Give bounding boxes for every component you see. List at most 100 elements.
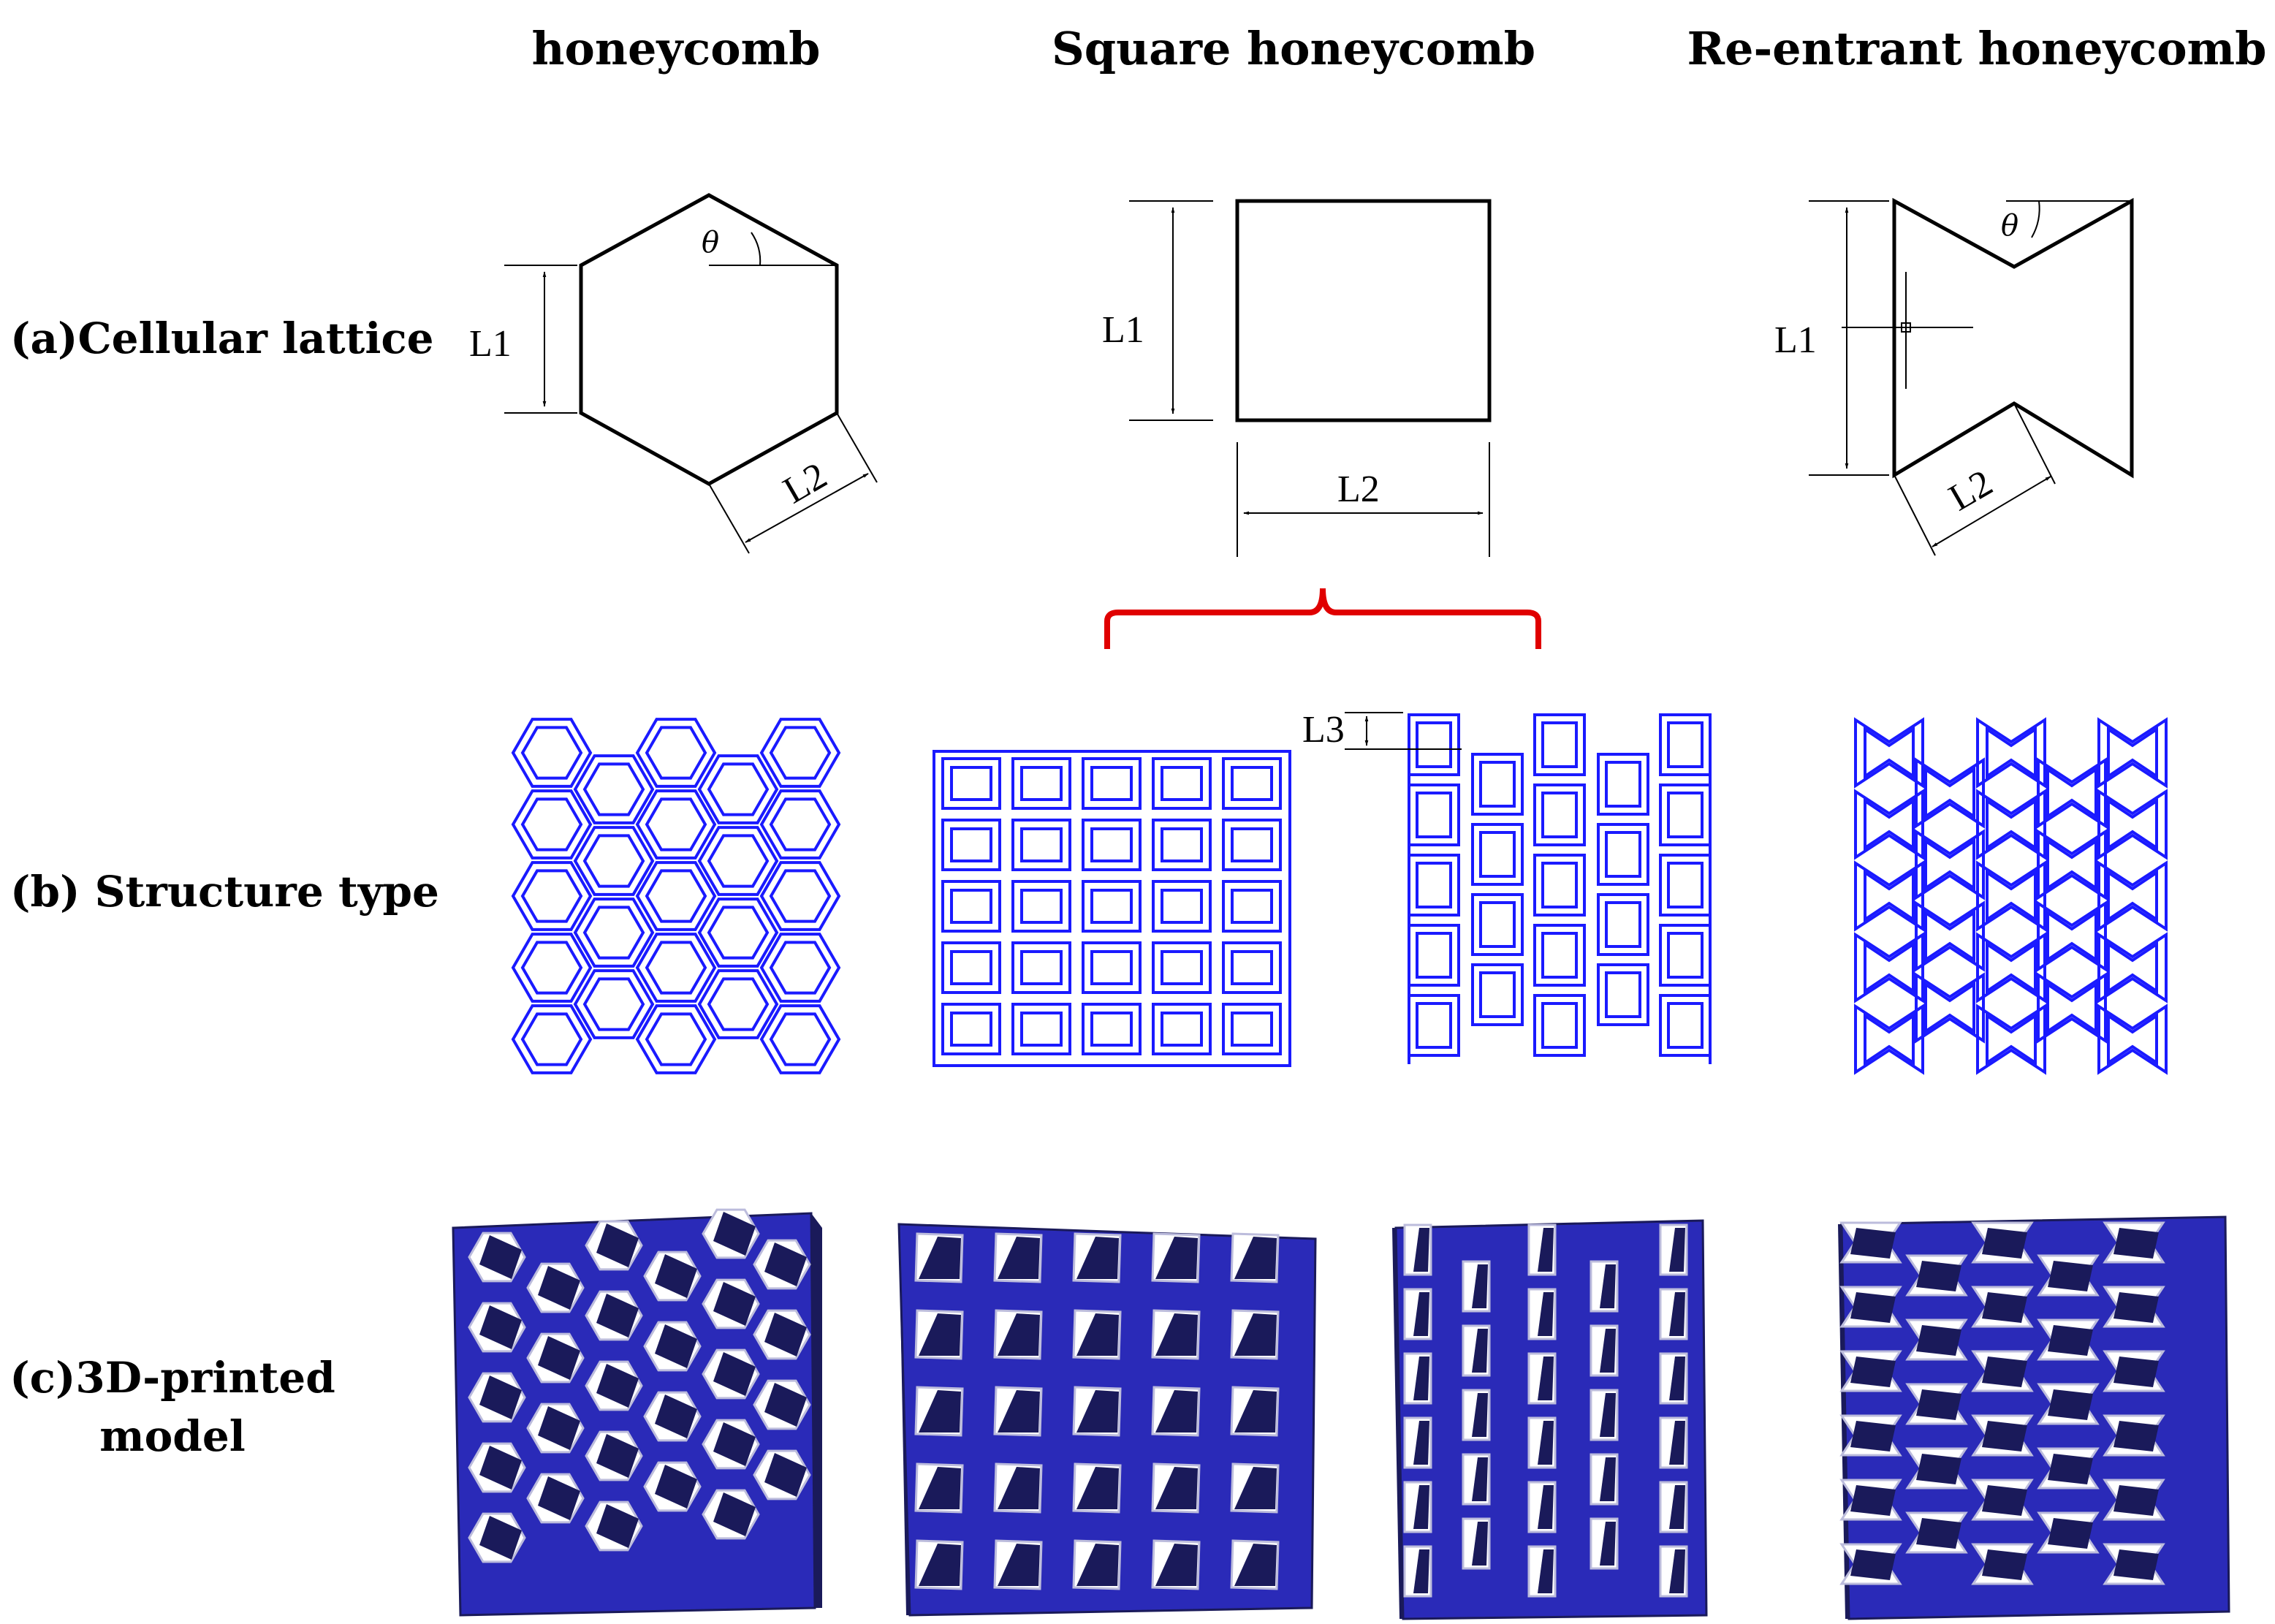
model-cell-depth [596,1223,639,1267]
square-unit-cell [1129,199,1492,557]
honeycomb-lattice [511,718,841,1074]
offset-square-honeycomb-3d-model [1392,1219,1708,1620]
column-title-honeycomb: honeycomb [531,22,820,75]
hex-cell-inner [582,977,645,1031]
model-cell-depth [713,1352,756,1396]
model-cell-depth [479,1516,522,1560]
reentrant-cell-inner [1864,726,1915,779]
hex-cell-outer [635,789,717,860]
offset-cell-outer [1597,823,1649,886]
row-label-structure-type: (b) Structure type [10,867,439,917]
square-cell-outer [1152,880,1212,933]
hex-cell-outer [759,933,841,1003]
offset-cell-inner [1667,862,1704,908]
model-cell-depth [1982,1549,2027,1580]
reentrant-cell-outer [1915,900,1985,972]
model-cell-depth [764,1242,807,1286]
square-cell-outer [1152,941,1212,994]
offset-cell-outer [1533,854,1586,917]
model-cell-depth [919,1390,961,1433]
honeycomb-3d-model [452,1208,822,1617]
square-cell-inner [1161,889,1203,924]
square-cell-inner [1090,1012,1133,1047]
hex-cell-inner [645,1012,707,1066]
reentrant-cell-inner [1924,767,1975,819]
model-cell-depth [596,1504,639,1548]
offset-cell-inner [1479,831,1516,878]
model-cell-depth [2113,1292,2159,1323]
offset-cell-outer [1471,823,1524,886]
model-cell-depth [713,1282,756,1326]
square-cell-inner [1020,766,1063,801]
model-cell-depth [596,1364,639,1408]
model-cell-depth [1076,1544,1119,1586]
hex-cell-outer [511,861,593,931]
model-cell-depth [1155,1544,1198,1586]
offset-cell-inner [1416,1002,1452,1049]
square-cell-inner [1231,950,1273,985]
square-cell-outer [1222,1003,1282,1055]
reentrant-cell-outer [2097,717,2168,789]
square-cell-outer [1222,819,1282,871]
offset-cell-outer [1533,713,1586,776]
reentrant-cell-inner [1986,1013,2037,1066]
reentrant-cell-outer [2037,757,2107,829]
model-cell-depth [764,1383,807,1427]
square-cell-inner [1161,1012,1203,1047]
model-cell-depth [1155,1390,1198,1433]
model-cell-depth [713,1492,756,1536]
model-cell-depth [1413,1421,1429,1465]
reentrant-cell-inner [1864,798,1915,851]
hex-cell-inner [769,726,832,780]
model-cell-depth [1413,1228,1429,1272]
hex-cell-inner [707,762,770,816]
offset-cell-outer [1597,753,1649,816]
reentrant-cell-outer [2097,860,2168,932]
reentrant-cell-inner [1864,870,1915,922]
offset-cell-inner [1416,862,1452,908]
model-cell-depth [713,1422,756,1466]
model-cell-depth [1982,1357,2027,1387]
offset-cell-inner [1541,932,1578,979]
model-cell-depth [479,1305,522,1349]
offset-cell-outer [1597,963,1649,1026]
reentrant-cell-inner [2046,767,2097,819]
column-title-reentrant-honeycomb: Re-entrant honeycomb [1687,22,2266,75]
model-cell-depth [998,1544,1040,1586]
square-cell-inner [1020,889,1063,924]
offset-cell-outer [1471,893,1524,956]
reentrant-cell-outer [2097,789,2168,860]
model-cell-depth [596,1434,639,1478]
model-cell-depth [1850,1421,1896,1452]
square-cell-outer [1222,757,1282,810]
square-cell-inner [1231,889,1273,924]
square-cell-outer [1152,757,1212,810]
square-l1-label: L1 [1102,309,1144,351]
honeycomb-unit-cell [504,193,878,554]
square-cell-outer [1152,819,1212,871]
hex-cell-inner [645,941,707,995]
model-cell-depth [919,1313,961,1356]
offset-cell-inner [1605,901,1641,948]
model-cell-depth [1076,1237,1119,1279]
hex-cell-inner [769,941,832,995]
model-cell-depth [1413,1357,1429,1400]
square-cell-inner [1161,766,1203,801]
reentrant-cell-outer [1976,717,2046,789]
model-cell-depth [764,1453,807,1497]
hex-cell-inner [520,797,583,851]
model-cell-depth [655,1324,697,1368]
model-cell-depth [1538,1292,1554,1336]
hex-cell-inner [769,1012,832,1066]
square-cell-inner [1090,950,1133,985]
offset-cell-outer [1533,994,1586,1057]
offset-cell-outer [1533,783,1586,846]
model-cell-depth [1538,1421,1554,1465]
model-cell-depth [1850,1292,1896,1323]
hex-cell-outer [511,1004,593,1074]
model-cell-depth [2048,1454,2093,1484]
model-cell-depth [1472,1457,1488,1501]
hex-cell-inner [769,797,832,851]
model-cell-depth [655,1465,697,1509]
reentrant-cell-inner [2107,941,2158,994]
